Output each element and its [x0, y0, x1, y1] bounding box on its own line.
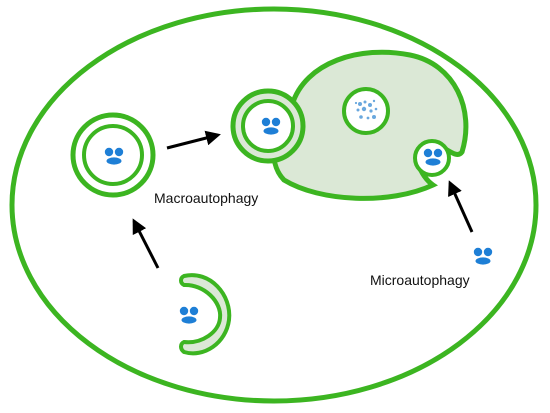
micro-invagination-vesicle [413, 139, 451, 177]
cell-membrane [9, 6, 539, 404]
arrow-autophagosome-to-vacuole [166, 130, 221, 150]
macroautophagy-label: Macroautophagy [154, 190, 259, 206]
phagophore [179, 273, 232, 356]
degraded-cargo-icon [354, 99, 378, 120]
microautophagy-label: Microautophagy [370, 272, 470, 288]
autophagic-body [342, 87, 390, 135]
autophagosome-inner [82, 124, 144, 186]
arrow-cargo-to-vacuole [448, 180, 474, 233]
fusing-autophagosome-inner [241, 99, 295, 153]
arrow-phagophore-to-autophagosome [132, 218, 160, 269]
